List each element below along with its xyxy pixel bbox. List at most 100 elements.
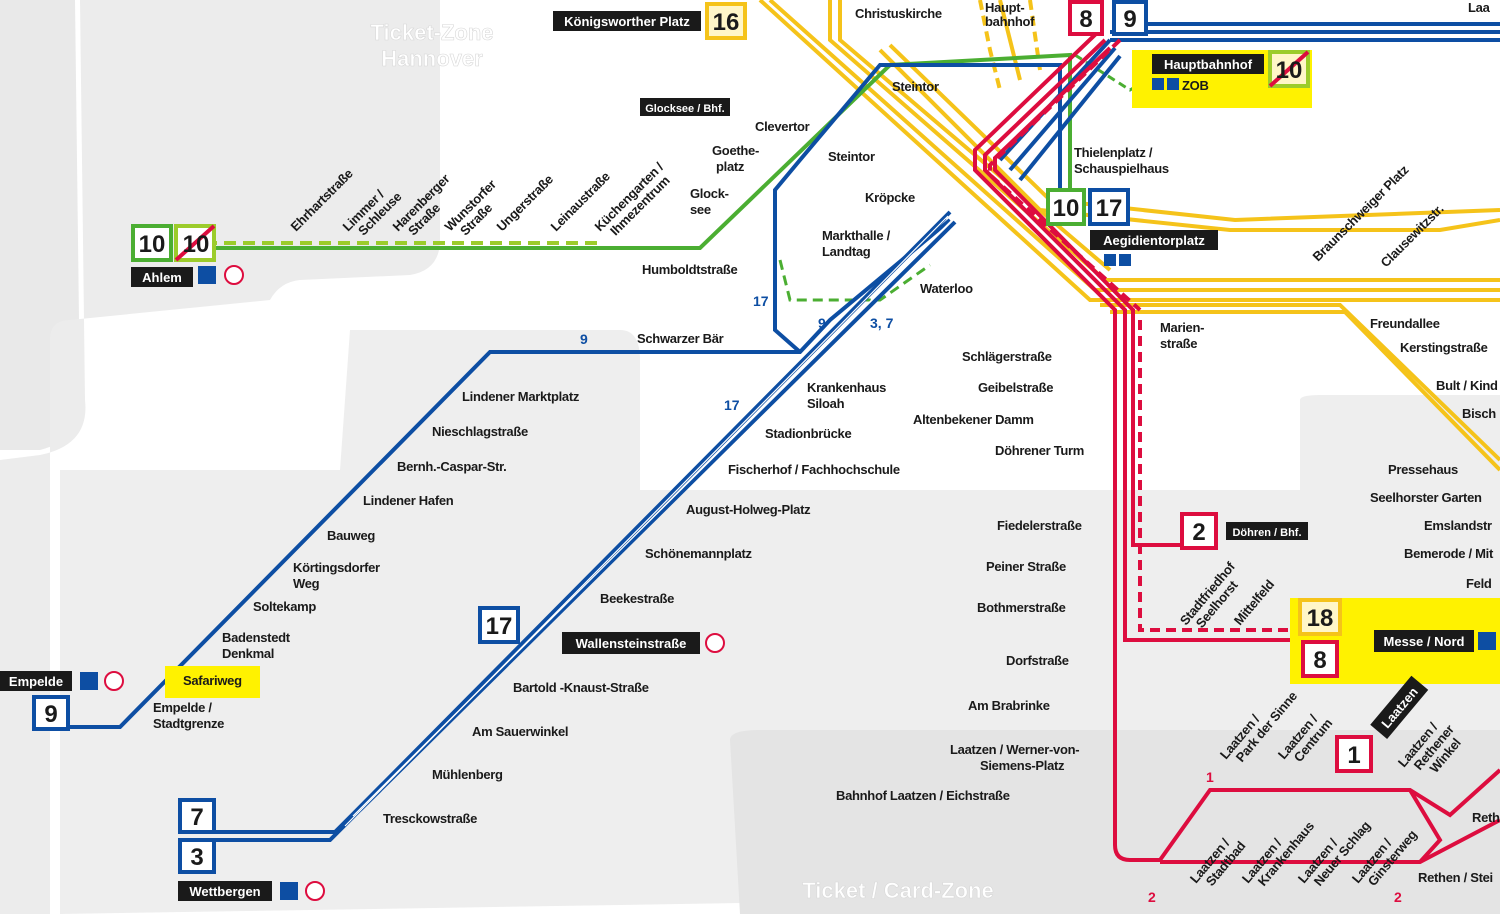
line-badge-1-laatzen[interactable]: 1	[1335, 735, 1373, 773]
line-number-labels: 9 17 9 3, 7 17 1 2 2	[580, 293, 1402, 905]
svg-text:Bauweg: Bauweg	[327, 528, 375, 543]
svg-text:bahnhof: bahnhof	[985, 14, 1035, 29]
terminal-empelde: Empelde	[9, 674, 63, 689]
svg-text:Steintor: Steintor	[828, 149, 875, 164]
svg-text:Bahnhof Laatzen / Eichstraße: Bahnhof Laatzen / Eichstraße	[836, 788, 1010, 803]
terminal-doehren-bf: Döhren / Bhf.	[1232, 527, 1301, 539]
svg-text:10: 10	[1276, 57, 1303, 84]
terminal-hbf: Hauptbahnhof	[1164, 57, 1253, 72]
blue-line-gaps	[344, 215, 953, 827]
svg-text:Peiner Straße: Peiner Straße	[986, 559, 1066, 574]
svg-text:Safariweg: Safariweg	[183, 673, 242, 688]
zone-label-card: Ticket / Card-Zone	[802, 878, 994, 903]
terminal-koenigsworther: Königsworther Platz	[564, 14, 690, 29]
svg-text:Dorfstraße: Dorfstraße	[1006, 653, 1069, 668]
station-labels: Christuskirche Haupt- bahnhof Steintor S…	[153, 0, 1500, 885]
zone-label-1: Ticket-Zone	[370, 20, 493, 45]
svg-text:Haupt-: Haupt-	[985, 0, 1024, 15]
svg-text:Lindener Hafen: Lindener Hafen	[363, 493, 454, 508]
svg-text:16: 16	[713, 9, 740, 36]
svg-text:Christuskirche: Christuskirche	[855, 6, 942, 21]
svg-text:Kröpcke: Kröpcke	[865, 190, 915, 205]
svg-text:Kerstingstraße: Kerstingstraße	[1400, 340, 1488, 355]
line-badge-10-17[interactable]: 10 17	[1046, 188, 1130, 226]
svg-text:10: 10	[183, 231, 210, 258]
svg-text:10: 10	[1053, 195, 1080, 222]
svg-text:Seelhorster Garten: Seelhorster Garten	[1370, 490, 1482, 505]
terminal-labels: Ahlem Empelde Wettbergen Wallensteinstra…	[0, 11, 1474, 901]
svg-text:Emslandstr: Emslandstr	[1424, 518, 1492, 533]
svg-text:17: 17	[1096, 195, 1123, 222]
svg-text:Landtag: Landtag	[822, 244, 871, 259]
svg-text:Siloah: Siloah	[807, 396, 845, 411]
svg-text:Altenbekener Damm: Altenbekener Damm	[913, 412, 1034, 427]
line-badge-8-9-top[interactable]: 8 9	[1068, 0, 1148, 36]
svg-text:straße: straße	[1160, 336, 1197, 351]
svg-text:Siemens-Platz: Siemens-Platz	[980, 758, 1065, 773]
svg-text:Markthalle /: Markthalle /	[822, 228, 891, 243]
svg-text:1: 1	[1347, 742, 1360, 769]
terminal-wallenstein: Wallensteinstraße	[576, 636, 687, 651]
svg-text:Schlägerstraße: Schlägerstraße	[962, 349, 1052, 364]
svg-text:Bemerode / Mit: Bemerode / Mit	[1404, 546, 1494, 561]
svg-text:Reth: Reth	[1472, 810, 1500, 825]
svg-text:9: 9	[818, 315, 826, 331]
svg-text:see: see	[690, 202, 711, 217]
svg-text:Denkmal: Denkmal	[222, 646, 274, 661]
svg-text:Körtingsdorfer: Körtingsdorfer	[293, 560, 380, 575]
svg-text:18: 18	[1307, 605, 1334, 632]
line-badge-16[interactable]: 16	[705, 2, 747, 40]
line-badge-10-ahlem[interactable]: 10 10	[131, 224, 216, 262]
svg-text:platz: platz	[716, 159, 745, 174]
svg-text:Am Sauerwinkel: Am Sauerwinkel	[472, 724, 568, 739]
svg-text:Bult / Kind: Bult / Kind	[1436, 378, 1498, 393]
svg-text:Glock-: Glock-	[690, 186, 729, 201]
svg-text:Stadionbrücke: Stadionbrücke	[765, 426, 851, 441]
terminal-aegidien: Aegidientorplatz	[1103, 233, 1205, 248]
svg-text:Fischerhof / Fachhochschule: Fischerhof / Fachhochschule	[728, 462, 900, 477]
safariweg-highlight	[165, 666, 260, 698]
svg-text:10: 10	[139, 231, 166, 258]
svg-text:9: 9	[44, 701, 57, 728]
svg-text:17: 17	[724, 397, 740, 413]
svg-text:Weg: Weg	[293, 576, 320, 591]
line-badge-2-doehren[interactable]: 2	[1180, 512, 1218, 550]
svg-text:Empelde /: Empelde /	[153, 700, 212, 715]
svg-text:Steintor: Steintor	[892, 79, 939, 94]
svg-text:Rethen / Stei: Rethen / Stei	[1418, 870, 1493, 885]
svg-text:Pressehaus: Pressehaus	[1388, 462, 1458, 477]
line-badge-7-3-wettbergen[interactable]: 7 3	[178, 798, 216, 874]
svg-text:Thielenplatz /: Thielenplatz /	[1074, 145, 1153, 160]
svg-text:Clevertor: Clevertor	[755, 119, 810, 134]
svg-text:Beekestraße: Beekestraße	[600, 591, 674, 606]
svg-text:August-Holweg-Platz: August-Holweg-Platz	[686, 502, 811, 517]
terminal-glocksee-bf: Glocksee / Bhf.	[645, 103, 724, 115]
svg-text:2: 2	[1192, 519, 1205, 546]
svg-text:1: 1	[1206, 769, 1214, 785]
svg-text:Lindener Marktplatz: Lindener Marktplatz	[462, 389, 580, 404]
svg-text:Laa: Laa	[1468, 0, 1491, 15]
svg-text:Badenstedt: Badenstedt	[222, 630, 291, 645]
svg-text:8: 8	[1079, 6, 1092, 33]
svg-text:Goethe-: Goethe-	[712, 143, 759, 158]
line-badge-17-wallenstein[interactable]: 17	[478, 606, 520, 644]
line-badge-10-hbf[interactable]: 10	[1268, 50, 1310, 88]
line-badge-9-empelde[interactable]: 9	[32, 695, 70, 731]
svg-text:Waterloo: Waterloo	[920, 281, 973, 296]
svg-text:Soltekamp: Soltekamp	[253, 599, 316, 614]
terminal-ahlem: Ahlem	[142, 270, 182, 285]
svg-text:8: 8	[1313, 647, 1326, 674]
line-badge-18-messe[interactable]: 18 8	[1298, 598, 1342, 678]
svg-text:9: 9	[580, 331, 588, 347]
svg-text:Bernh.-Caspar-Str.: Bernh.-Caspar-Str.	[397, 459, 506, 474]
svg-text:Bothmerstraße: Bothmerstraße	[977, 600, 1066, 615]
svg-text:Tresckowstraße: Tresckowstraße	[383, 811, 477, 826]
svg-text:Geibelstraße: Geibelstraße	[978, 380, 1053, 395]
svg-text:2: 2	[1148, 889, 1156, 905]
svg-text:Laatzen / Werner-von-: Laatzen / Werner-von-	[950, 742, 1079, 757]
svg-text:3, 7: 3, 7	[870, 315, 894, 331]
svg-text:Döhrener Turm: Döhrener Turm	[995, 443, 1084, 458]
red-lines	[973, 28, 1500, 864]
